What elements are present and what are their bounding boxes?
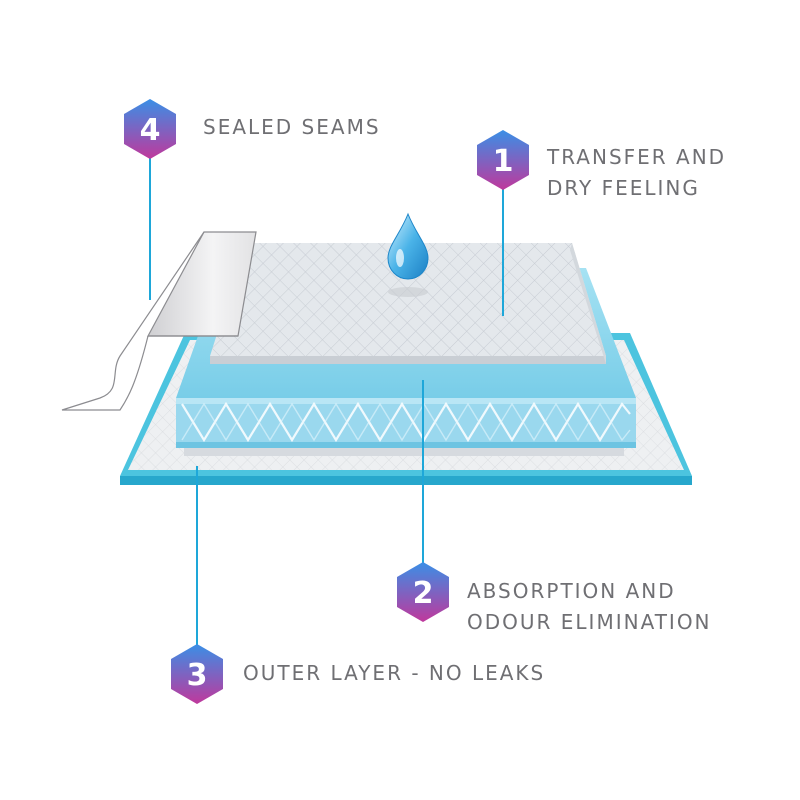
callout-3-label: OUTER LAYER - NO LEAKS <box>243 658 545 689</box>
callout-2-line1: ABSORPTION AND <box>467 579 676 603</box>
callout-4-line1: SEALED SEAMS <box>203 115 381 139</box>
badge-1: 1 <box>477 130 529 190</box>
badge-1-number: 1 <box>493 144 514 179</box>
sealed-seam <box>61 231 257 411</box>
callout-2-label: ABSORPTION AND ODOUR ELIMINATION <box>467 576 712 638</box>
badge-2: 2 <box>397 562 449 622</box>
callout-1-line2: DRY FEELING <box>547 176 700 200</box>
leader-lines <box>149 158 504 646</box>
badge-4-number: 4 <box>140 113 161 148</box>
water-drop-icon <box>387 212 429 297</box>
callout-1-label: TRANSFER AND DRY FEELING <box>547 142 726 204</box>
callout-4-label: SEALED SEAMS <box>203 112 381 143</box>
badge-2-number: 2 <box>413 576 434 611</box>
badge-4: 4 <box>124 99 176 159</box>
badge-3-number: 3 <box>187 658 208 693</box>
top-sheet <box>210 243 606 364</box>
callout-2-line2: ODOUR ELIMINATION <box>467 610 712 634</box>
callout-3-line1: OUTER LAYER - NO LEAKS <box>243 661 546 685</box>
callout-1-line1: TRANSFER AND <box>547 145 727 169</box>
badge-3: 3 <box>171 644 223 704</box>
